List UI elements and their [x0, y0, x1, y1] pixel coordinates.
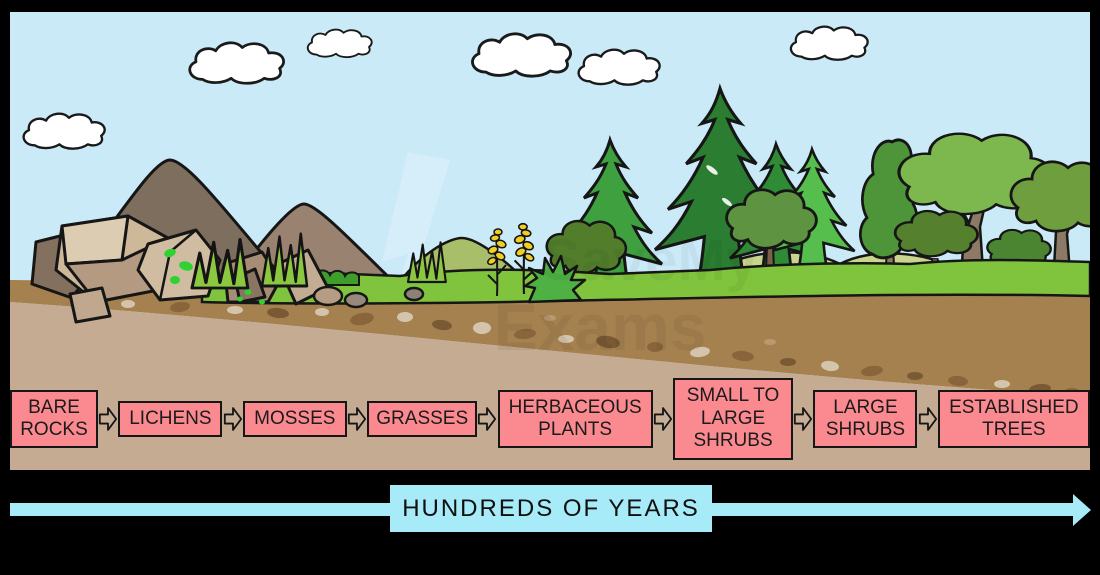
- stage-box-lichens: LICHENS: [118, 400, 223, 438]
- svg-text:Exams: Exams: [494, 290, 707, 364]
- timeline: HUNDREDS OF YEARS: [0, 470, 1100, 575]
- stage-box-mosses: MOSSES: [242, 400, 347, 438]
- arrow-right-icon: [478, 407, 497, 431]
- succession-flow: BARE ROCKS LICHENS MOSSES GRASSES HERBAC…: [10, 376, 1090, 462]
- svg-text:SaveMy: SaveMy: [542, 228, 758, 293]
- stage-box-large-shrubs: LARGE SHRUBS: [813, 389, 918, 449]
- stage-box-small-to-large-shrubs: SMALL TO LARGE SHRUBS: [673, 378, 794, 460]
- stage-box-established-trees: ESTABLISHED TREES: [937, 389, 1090, 449]
- watermark-text: SaveMy Exams: [494, 228, 758, 364]
- wildflower-icon: [487, 222, 535, 297]
- arrow-right-icon: [99, 407, 118, 431]
- stage-box-herbaceous-plants: HERBACEOUS PLANTS: [497, 389, 653, 449]
- stage-box-grasses: GRASSES: [367, 400, 478, 438]
- landscape-illustration: SaveMy Exams: [10, 12, 1090, 470]
- timeline-label: HUNDREDS OF YEARS: [390, 485, 712, 532]
- arrow-right-icon: [918, 407, 937, 431]
- timeline-arrowhead-icon: [1073, 494, 1091, 526]
- stage-box-bare-rocks: BARE ROCKS: [10, 389, 98, 449]
- shrub-icon: [523, 254, 587, 304]
- arrow-right-icon: [653, 407, 672, 431]
- arrow-right-icon: [223, 407, 242, 431]
- arrow-right-icon: [794, 407, 813, 431]
- arrow-right-icon: [347, 407, 367, 431]
